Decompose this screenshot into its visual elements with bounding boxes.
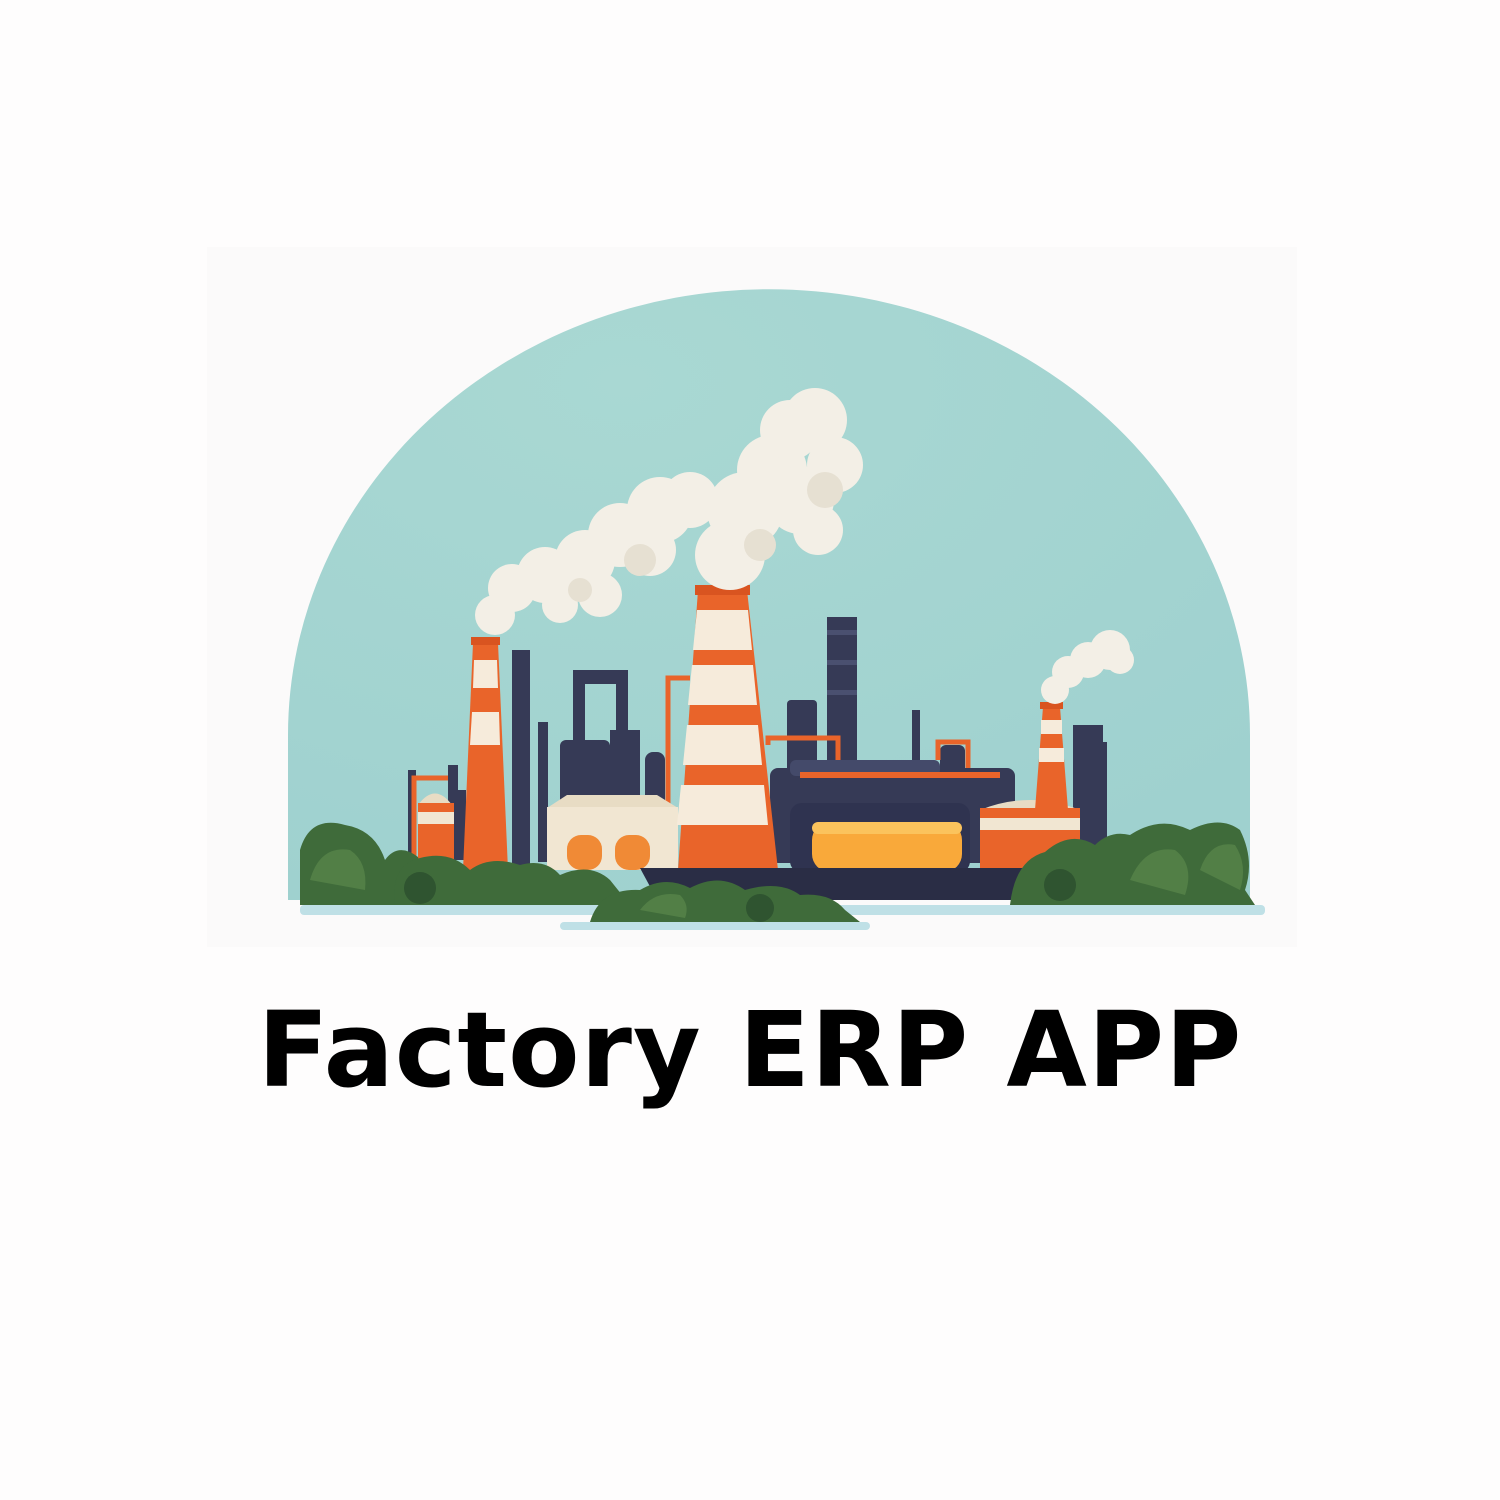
chimney-left [463,637,508,870]
chimney-main [677,585,778,870]
smoke-right [1041,630,1134,704]
furnace-building [790,803,970,873]
tank-left [418,793,454,863]
factory-icon [288,289,1265,930]
chimney-right [1035,702,1068,810]
smoke-left [475,472,718,635]
foliage [300,822,1255,922]
warehouse-left [547,795,678,870]
app-title: Factory ERP APP [257,989,1243,1111]
